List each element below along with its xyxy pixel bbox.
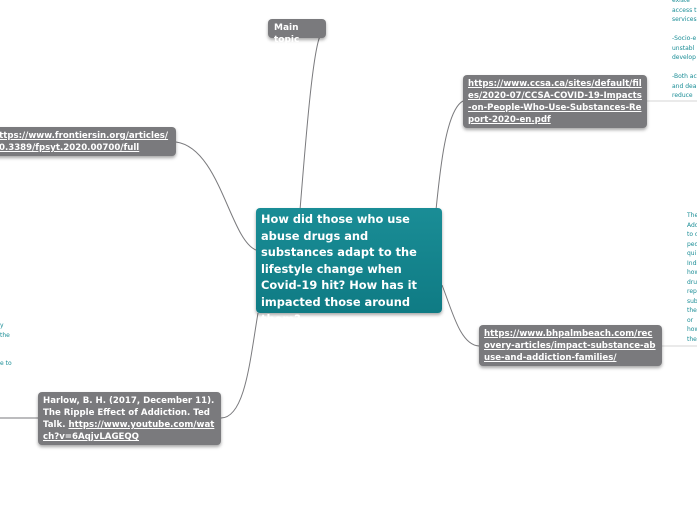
bhpalm-link[interactable]: https://www.bhpalmbeach.com/recovery-art…	[484, 329, 656, 363]
frontiers-link-node[interactable]: https://www.frontiersin.org/articles/10.…	[0, 127, 176, 156]
connector-frontiers	[175, 141, 257, 251]
note-right-middle: The Add to d peo qui Indi how dru rep su…	[687, 212, 697, 343]
note-left-middle: y the e to	[0, 322, 12, 367]
harlow-youtube-link[interactable]: https://www.youtube.com/watch?v=6AqjvLAG…	[43, 420, 215, 442]
connector-ccsa	[435, 100, 464, 211]
ccsa-link[interactable]: https://www.ccsa.ca/sites/default/files/…	[468, 79, 642, 125]
main-topic-label: Main topic	[274, 23, 300, 45]
central-topic-node[interactable]: How did those who use abuse drugs and su…	[256, 208, 442, 326]
central-topic-text: How did those who use abuse drugs and su…	[261, 212, 417, 326]
harlow-reference-text: Harlow, B. H. (2017, December 11). The R…	[43, 396, 215, 430]
frontiers-link[interactable]: https://www.frontiersin.org/articles/10.…	[0, 131, 169, 153]
connector-bhpalm	[441, 284, 480, 347]
main-topic-node[interactable]: Main topic	[268, 19, 326, 45]
note-top-right: existe access t services -Socio-e unstab…	[672, 0, 697, 99]
harlow-reference-node[interactable]: Harlow, B. H. (2017, December 11). The R…	[38, 392, 221, 445]
connector-main-topic	[299, 35, 321, 211]
ccsa-link-node[interactable]: https://www.ccsa.ca/sites/default/files/…	[463, 75, 647, 128]
connector-harlow	[220, 312, 259, 419]
bhpalm-link-node[interactable]: https://www.bhpalmbeach.com/recovery-art…	[479, 325, 662, 366]
